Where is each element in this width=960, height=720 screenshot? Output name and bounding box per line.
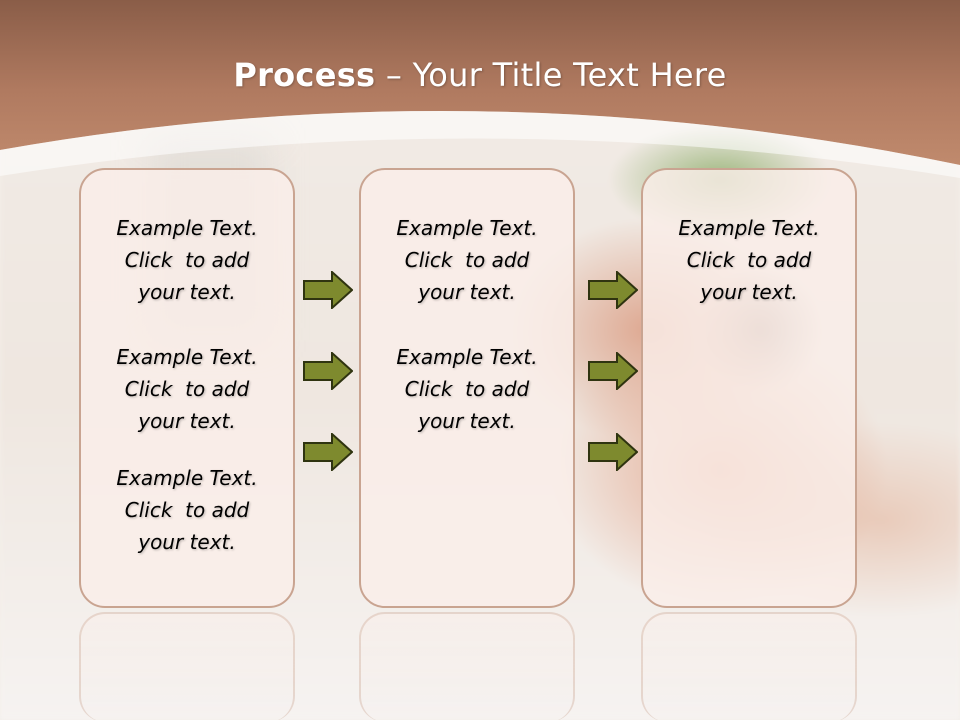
text-line: Click to add	[124, 377, 250, 401]
right-arrow-icon	[303, 433, 353, 471]
process-box-2[interactable]: Example Text. Click to add your text. Ex…	[359, 168, 575, 608]
right-arrow-icon	[303, 271, 353, 309]
text-line: Click to add	[124, 248, 250, 272]
box-reflection	[359, 612, 575, 720]
text-item[interactable]: Example Text. Click to add your text.	[643, 212, 855, 308]
text-line: your text.	[700, 280, 798, 304]
title-bold: Process	[233, 56, 376, 94]
text-line: Example Text.	[116, 345, 258, 369]
text-line: Click to add	[124, 498, 250, 522]
slide-title[interactable]: Process – Your Title Text Here	[0, 52, 960, 98]
text-item[interactable]: Example Text. Click to add your text.	[81, 212, 293, 308]
text-line: your text.	[418, 280, 516, 304]
right-arrow-icon	[588, 271, 638, 309]
text-line: your text.	[138, 280, 236, 304]
process-box-3[interactable]: Example Text. Click to add your text.	[641, 168, 857, 608]
right-arrow-icon	[588, 352, 638, 390]
text-item[interactable]: Example Text. Click to add your text.	[81, 462, 293, 558]
process-box-1[interactable]: Example Text. Click to add your text. Ex…	[79, 168, 295, 608]
text-line: your text.	[418, 409, 516, 433]
box-reflection	[79, 612, 295, 720]
text-line: Click to add	[686, 248, 812, 272]
text-line: your text.	[138, 409, 236, 433]
text-line: Example Text.	[396, 216, 538, 240]
text-line: Example Text.	[678, 216, 820, 240]
text-item[interactable]: Example Text. Click to add your text.	[81, 341, 293, 437]
text-item[interactable]: Example Text. Click to add your text.	[361, 212, 573, 308]
text-line: Click to add	[404, 248, 530, 272]
text-item[interactable]: Example Text. Click to add your text.	[361, 341, 573, 437]
box-reflection	[641, 612, 857, 720]
title-rest: – Your Title Text Here	[375, 56, 727, 94]
right-arrow-icon	[588, 433, 638, 471]
right-arrow-icon	[303, 352, 353, 390]
text-line: Example Text.	[116, 466, 258, 490]
text-line: your text.	[138, 530, 236, 554]
text-line: Example Text.	[116, 216, 258, 240]
text-line: Example Text.	[396, 345, 538, 369]
text-line: Click to add	[404, 377, 530, 401]
